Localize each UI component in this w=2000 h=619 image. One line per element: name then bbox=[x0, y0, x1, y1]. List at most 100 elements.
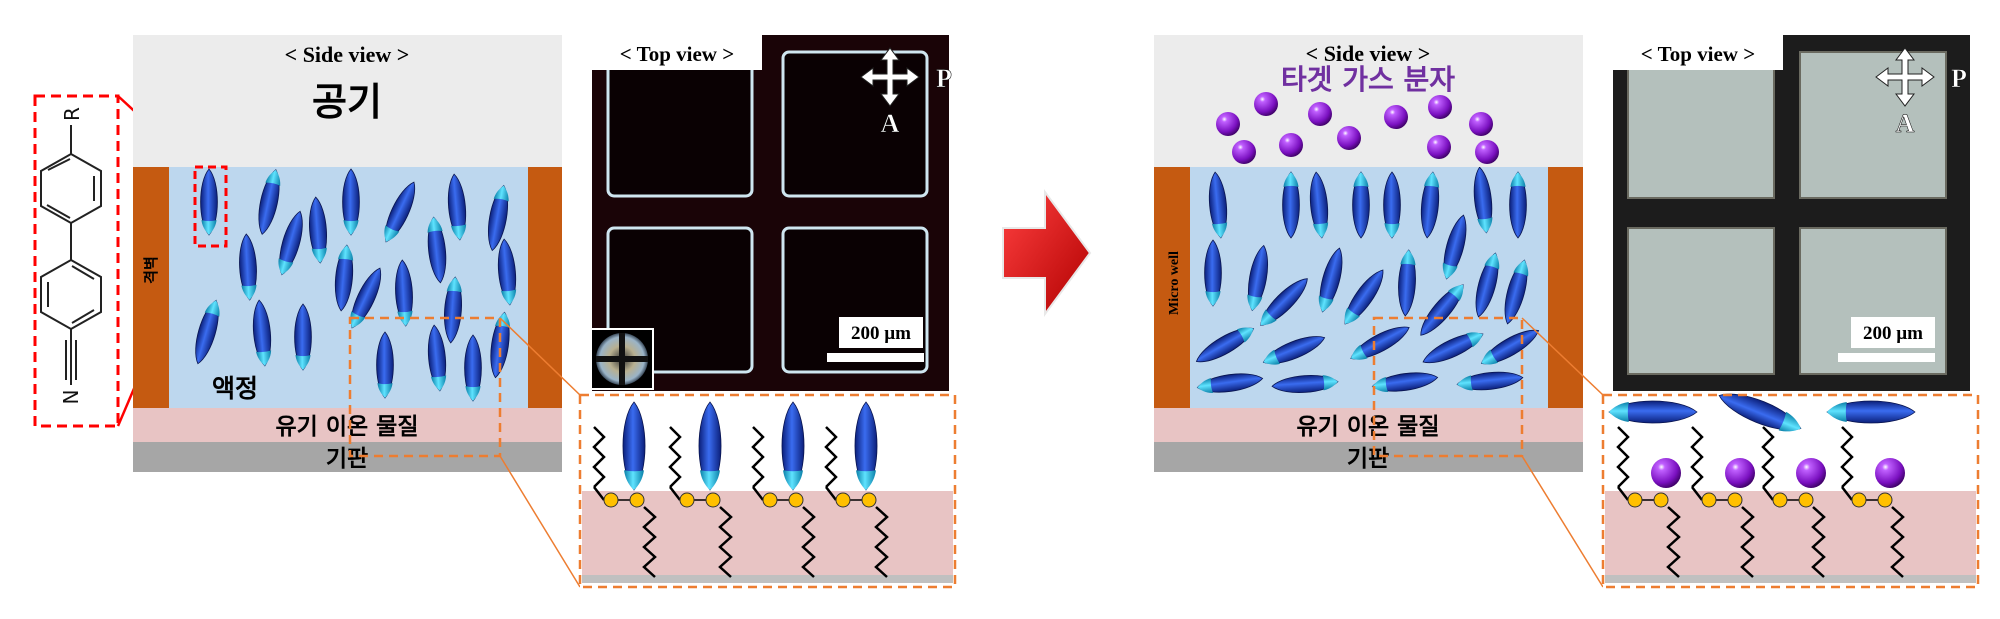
scale-bar bbox=[827, 353, 924, 362]
head-group bbox=[603, 492, 619, 508]
gas-molecule bbox=[1428, 95, 1452, 119]
lc-molecule bbox=[447, 173, 467, 241]
lc-molecule bbox=[1282, 171, 1300, 239]
cyanobiphenyl-structure bbox=[40, 125, 102, 385]
zoom-substrate bbox=[582, 575, 953, 583]
lc-molecule bbox=[1318, 247, 1343, 313]
head-group bbox=[788, 492, 804, 508]
lc-molecule bbox=[1260, 278, 1308, 326]
lc-molecule bbox=[294, 303, 312, 371]
molecule-highlight-box bbox=[33, 94, 120, 428]
lc-molecule bbox=[1826, 400, 1916, 424]
interface-zoom-before bbox=[578, 393, 957, 589]
lc-molecule bbox=[1383, 171, 1401, 239]
substrate-label: 기판 bbox=[1347, 446, 1389, 472]
air-region bbox=[1154, 35, 1583, 167]
lc-molecule bbox=[195, 299, 220, 365]
zoom-region-marker bbox=[1372, 316, 1524, 458]
scale-label-box bbox=[839, 317, 923, 348]
lc-molecule bbox=[278, 210, 303, 276]
head-group bbox=[679, 492, 695, 508]
target-gas-label: 타겟 가스 분자 bbox=[1281, 63, 1455, 96]
top-view-title: < Top view > bbox=[620, 42, 734, 66]
alkyl-chain bbox=[1616, 426, 1630, 488]
alkyl-chain bbox=[1761, 426, 1775, 488]
wall-right bbox=[1548, 167, 1583, 408]
analyzer-label: A bbox=[881, 109, 900, 138]
lc-molecule bbox=[1608, 400, 1698, 424]
lc-molecule bbox=[1195, 327, 1255, 363]
head-group bbox=[1851, 492, 1867, 508]
lc-molecule bbox=[1352, 171, 1370, 239]
zoom-substrate bbox=[1605, 575, 1976, 583]
lc-molecule bbox=[1473, 167, 1493, 234]
alkyl-chain bbox=[1890, 506, 1905, 578]
gas-molecule bbox=[1475, 140, 1499, 164]
lc-molecule bbox=[200, 168, 218, 236]
substrate-layer bbox=[133, 442, 562, 472]
lc-molecule bbox=[854, 401, 878, 491]
lc-molecule bbox=[1204, 239, 1222, 307]
side-view-before: < Side view > 공기 격벽 액정 유기 이온 물질 기판 bbox=[133, 35, 581, 588]
head-group bbox=[1772, 492, 1788, 508]
gas-molecule bbox=[1232, 140, 1256, 164]
zoom-organic-layer bbox=[1605, 491, 1976, 575]
lc-molecule bbox=[1208, 171, 1228, 239]
head-group bbox=[1627, 492, 1643, 508]
head-group bbox=[762, 492, 778, 508]
scale-label: 200 µm bbox=[851, 323, 911, 344]
organic-ion-layer bbox=[133, 408, 562, 442]
alkyl-chain bbox=[668, 426, 682, 488]
alkyl-chain bbox=[1740, 506, 1755, 578]
lc-molecule bbox=[1480, 329, 1540, 365]
zoom-connector-top bbox=[499, 317, 581, 396]
lc-molecule bbox=[342, 168, 360, 236]
scale-label-box bbox=[1851, 317, 1935, 348]
lc-molecule bbox=[781, 401, 805, 491]
gas-molecule bbox=[1308, 102, 1332, 126]
wall-label: Micro well bbox=[1167, 251, 1182, 315]
interface-zoom-after bbox=[1601, 393, 1980, 589]
head-group bbox=[861, 492, 877, 508]
lc-molecule bbox=[698, 401, 722, 491]
alkyl-chain bbox=[1811, 506, 1826, 578]
crossed-polarizer-icon bbox=[1875, 47, 1935, 107]
lc-molecule bbox=[1504, 259, 1529, 325]
side-view-after: < Side view > 타겟 가스 분자 Micro well 유기 이온 … bbox=[1154, 35, 1604, 588]
lc-molecule bbox=[1350, 326, 1410, 360]
lc-molecule bbox=[350, 267, 382, 329]
gas-molecule bbox=[1469, 112, 1493, 136]
gas-molecule bbox=[1796, 458, 1826, 488]
lc-label: 액정 bbox=[212, 374, 258, 403]
lc-molecule bbox=[1442, 214, 1467, 280]
gas-molecule bbox=[1875, 458, 1905, 488]
polarizer-label: P bbox=[936, 64, 952, 93]
air-region bbox=[133, 35, 562, 167]
lc-molecule bbox=[444, 276, 462, 344]
top-view-title-box bbox=[1613, 35, 1783, 70]
analyzer-label: A bbox=[1896, 109, 1915, 138]
zoom-panel-border bbox=[1601, 393, 1980, 589]
alkyl-chain bbox=[642, 506, 657, 578]
gas-molecule bbox=[1651, 458, 1681, 488]
lc-molecule bbox=[1196, 373, 1264, 394]
alkyl-chain bbox=[874, 506, 889, 578]
lc-molecule bbox=[252, 299, 272, 367]
top-view-title: < Top view > bbox=[1641, 42, 1755, 66]
scale-bar bbox=[1838, 353, 1935, 362]
lc-molecule bbox=[487, 184, 509, 252]
lc-molecule bbox=[427, 324, 447, 392]
top-view-title-box bbox=[592, 35, 762, 70]
air-label: 공기 bbox=[312, 80, 382, 124]
lc-molecule bbox=[1420, 284, 1464, 336]
alkyl-chain bbox=[1690, 426, 1704, 488]
gas-molecule bbox=[1384, 105, 1408, 129]
lc-molecule bbox=[384, 181, 416, 243]
lc-molecules-random bbox=[195, 168, 517, 402]
gas-molecule bbox=[1337, 126, 1361, 150]
lc-molecules-tilted bbox=[1195, 167, 1540, 394]
organic-ion-label: 유기 이온 물질 bbox=[1297, 414, 1440, 440]
gas-molecule bbox=[1427, 135, 1451, 159]
zoom-panel-border bbox=[578, 393, 957, 589]
zoom-connector-top bbox=[1521, 317, 1604, 396]
